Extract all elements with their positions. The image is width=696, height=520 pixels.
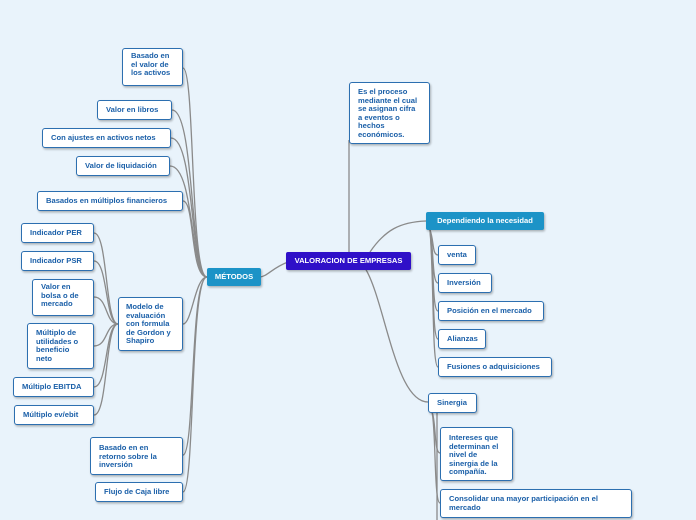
necesidad-fusiones-node[interactable]: Fusiones o adquisiciones bbox=[438, 357, 552, 377]
necesidad-item-label: Alianzas bbox=[447, 333, 478, 343]
indicador-label: Múltiplo ev/ebit bbox=[23, 409, 79, 419]
sinergia-consolidar-node[interactable]: Consolidar una mayor participación en el… bbox=[440, 489, 632, 518]
multiplo-evebit-node[interactable]: Múltiplo ev/ebit bbox=[14, 405, 94, 425]
metodo-flujo-node[interactable]: Flujo de Caja libre bbox=[95, 482, 183, 502]
sinergia-item-label: Consolidar una mayor participación en el… bbox=[449, 493, 598, 512]
sinergia-item-label: Intereses que determinan el nivel de sin… bbox=[449, 433, 499, 477]
metodo-activos-node[interactable]: Basado en el valor de los activos bbox=[122, 48, 183, 86]
central-topic-label: VALORACION DE EMPRESAS bbox=[294, 255, 403, 265]
necesidad-inversion-node[interactable]: Inversión bbox=[438, 273, 492, 293]
necesidad-item-label: Inversión bbox=[447, 277, 481, 287]
metodo-label: Con ajustes en activos netos bbox=[51, 132, 156, 142]
metodos-node[interactable]: MÉTODOS bbox=[207, 268, 261, 286]
definition-node[interactable]: Es el proceso mediante el cual se asigna… bbox=[349, 82, 430, 144]
necesidad-label: Dependiendo la necesidad bbox=[437, 215, 533, 225]
necesidad-item-label: Fusiones o adquisiciones bbox=[447, 361, 540, 371]
metodo-label: Basado en en retorno sobre la inversión bbox=[99, 443, 157, 470]
metodo-label: Basados en múltiplos financieros bbox=[46, 195, 168, 205]
sinergia-node[interactable]: Sinergia bbox=[428, 393, 477, 413]
central-topic[interactable]: VALORACION DE EMPRESAS bbox=[286, 252, 411, 270]
indicador-label: Múltiplo de utilidades o beneficio neto bbox=[36, 328, 79, 363]
valor-bolsa-node[interactable]: Valor en bolsa o de mercado bbox=[32, 279, 94, 316]
metodo-label: Modelo de evaluación con formula de Gord… bbox=[126, 302, 171, 346]
necesidad-posicion-node[interactable]: Posición en el mercado bbox=[438, 301, 544, 321]
necesidad-item-label: Posición en el mercado bbox=[447, 305, 532, 315]
metodo-ajustes-node[interactable]: Con ajustes en activos netos bbox=[42, 128, 171, 148]
indicador-label: Indicador PER bbox=[30, 227, 82, 237]
metodo-libros-node[interactable]: Valor en libros bbox=[97, 100, 172, 120]
multiplo-utilidades-node[interactable]: Múltiplo de utilidades o beneficio neto bbox=[27, 323, 94, 369]
multiplo-ebitda-node[interactable]: Múltiplo EBITDA bbox=[13, 377, 94, 397]
indicador-label: Valor en bolsa o de mercado bbox=[41, 282, 79, 309]
sinergia-intereses-node[interactable]: Intereses que determinan el nivel de sin… bbox=[440, 427, 513, 481]
indicador-label: Indicador PSR bbox=[30, 255, 82, 265]
metodos-label: MÉTODOS bbox=[214, 271, 254, 281]
metodo-liquidacion-node[interactable]: Valor de liquidación bbox=[76, 156, 170, 176]
metodo-label: Valor de liquidación bbox=[85, 160, 157, 170]
metodo-retorno-node[interactable]: Basado en en retorno sobre la inversión bbox=[90, 437, 183, 475]
sinergia-label: Sinergia bbox=[437, 397, 467, 407]
indicador-per-node[interactable]: Indicador PER bbox=[21, 223, 94, 243]
necesidad-alianzas-node[interactable]: Alianzas bbox=[438, 329, 486, 349]
metodo-label: Valor en libros bbox=[106, 104, 159, 114]
metodo-label: Basado en el valor de los activos bbox=[131, 51, 171, 78]
metodo-multiplos-node[interactable]: Basados en múltiplos financieros bbox=[37, 191, 183, 211]
definition-text: Es el proceso mediante el cual se asigna… bbox=[358, 87, 418, 139]
indicador-psr-node[interactable]: Indicador PSR bbox=[21, 251, 94, 271]
indicador-label: Múltiplo EBITDA bbox=[22, 381, 82, 391]
necesidad-item-label: venta bbox=[447, 249, 467, 259]
metodo-gordon-node[interactable]: Modelo de evaluación con formula de Gord… bbox=[118, 297, 183, 351]
metodo-label: Flujo de Caja libre bbox=[104, 486, 170, 496]
necesidad-venta-node[interactable]: venta bbox=[438, 245, 476, 265]
necesidad-node[interactable]: Dependiendo la necesidad bbox=[426, 212, 544, 230]
